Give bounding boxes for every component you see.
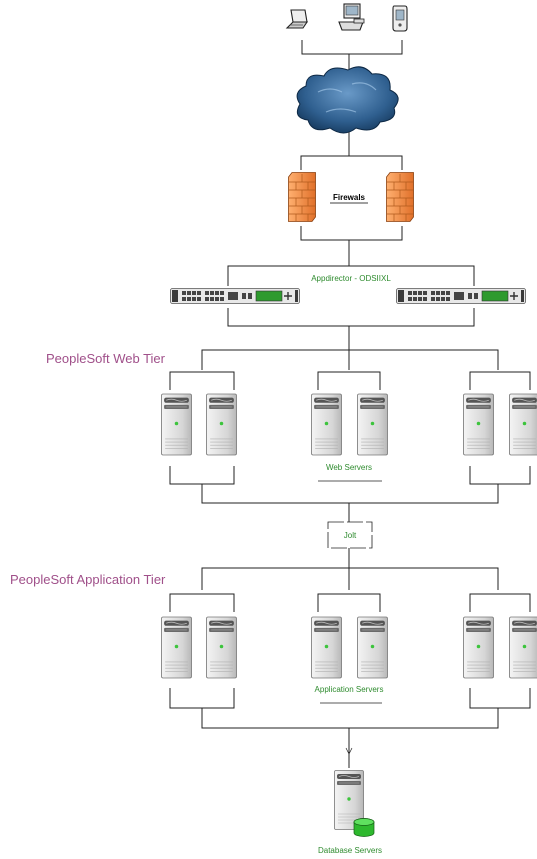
- app-tier-distribution: [169, 567, 531, 612]
- laptop-icon: [285, 9, 309, 29]
- desktop-computer-icon: [338, 3, 365, 31]
- web-server-4: [357, 393, 388, 456]
- loadbalancer-bottom-connector: [227, 308, 475, 350]
- web-server-1: [161, 393, 192, 456]
- jolt-connector-box: Jolt: [327, 521, 373, 549]
- app-tier-collector: [169, 688, 531, 768]
- pda-icon: [392, 5, 408, 32]
- firewall-right-icon: [386, 172, 414, 222]
- app-servers-label: Application Servers: [315, 685, 384, 694]
- app-server-4: [357, 616, 388, 679]
- database-server-icon: [334, 770, 375, 837]
- app-server-6: [509, 616, 537, 679]
- app-server-5: [463, 616, 494, 679]
- web-server-5: [463, 393, 494, 456]
- web-servers-label: Web Servers: [326, 463, 372, 472]
- loadbalancer-top-connector: [227, 265, 475, 286]
- app-server-1: [161, 616, 192, 679]
- appdirector-left-appliance: [170, 288, 300, 304]
- app-tier-title: PeopleSoft Application Tier: [10, 572, 166, 587]
- appdirector-right-appliance: [396, 288, 526, 304]
- web-tier-distribution: [169, 349, 531, 390]
- web-server-3: [311, 393, 342, 456]
- jolt-label: Jolt: [344, 531, 357, 540]
- loadbalancer-label: Appdirector - ODSIIXL: [311, 274, 391, 283]
- firewall-connector: [300, 226, 403, 266]
- internet-cloud-icon: [296, 66, 399, 134]
- app-server-2: [206, 616, 237, 679]
- firewall-left-icon: [288, 172, 316, 222]
- web-server-6: [509, 393, 537, 456]
- app-server-3: [311, 616, 342, 679]
- cloud-to-firewall-connector: [300, 132, 403, 170]
- firewall-label: Firewals: [333, 193, 366, 202]
- database-servers-label: Database Servers: [318, 846, 382, 855]
- web-tier-collector: [169, 466, 531, 522]
- web-tier-title: PeopleSoft Web Tier: [46, 351, 166, 366]
- web-server-2: [206, 393, 237, 456]
